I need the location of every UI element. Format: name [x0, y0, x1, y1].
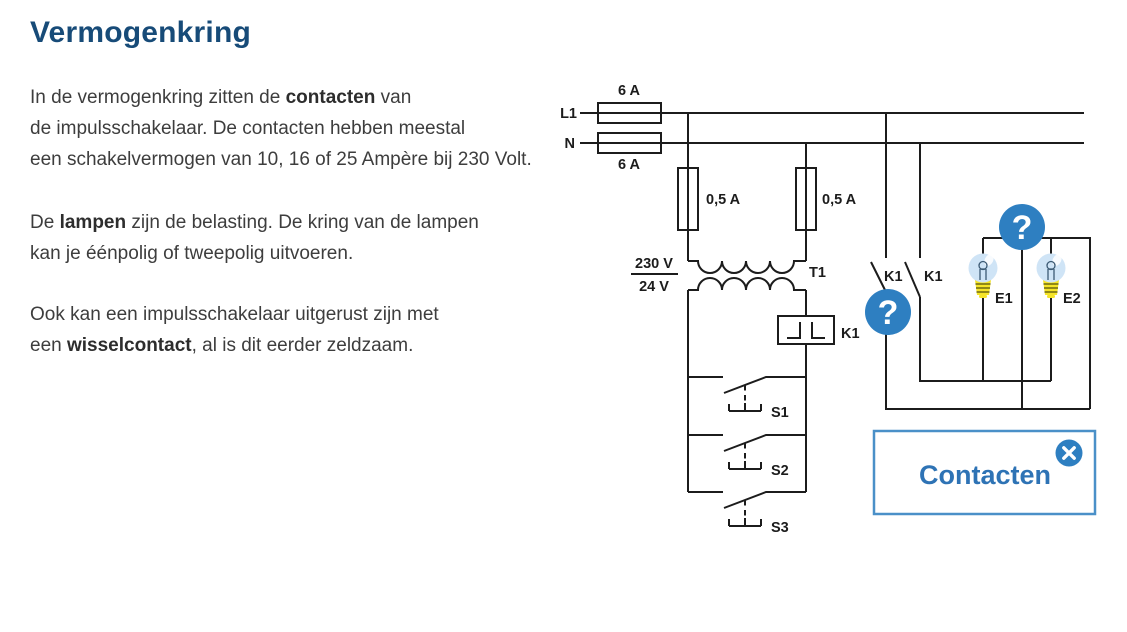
- label-n: N: [565, 136, 575, 152]
- page-title: Vermogenkring: [30, 16, 251, 49]
- bold-term-wisselcontact: wisselcontact: [66, 335, 192, 356]
- label-transformer-t1: T1: [809, 265, 826, 281]
- wire-s1-contact: [723, 376, 806, 394]
- paragraph-wisselcontact: Ook kan een impulsschakelaar uitgerust z…: [30, 299, 439, 361]
- quiz-badge-contact[interactable]: ?: [865, 289, 911, 335]
- label-s1: S1: [771, 405, 789, 421]
- label-e1: E1: [995, 291, 1013, 307]
- text-line: de impulsschakelaar. De contacten hebben…: [30, 118, 466, 139]
- lamp-filament: [978, 260, 988, 271]
- contacten-button[interactable]: Contacten: [872, 429, 1097, 516]
- text-line: een schakelvermogen van 10, 16 of 25 Amp…: [30, 149, 532, 170]
- fuse-l1-symbol: [597, 102, 662, 124]
- s2-pushbutton-actuator: [728, 461, 762, 470]
- question-badge-circle[interactable]: [865, 289, 911, 335]
- question-mark-icon: ?: [878, 294, 899, 332]
- lamp-filament: [1046, 260, 1056, 271]
- wire-lamp-top: [983, 237, 1091, 409]
- bold-term-lampen: lampen: [59, 212, 127, 233]
- question-badge-circle[interactable]: [999, 204, 1045, 250]
- paragraph-lampen: De lampen zijn de belasting. De kring va…: [30, 207, 479, 269]
- label-secondary-voltage: 24 V: [639, 279, 669, 295]
- transformer-secondary-winding: [688, 277, 806, 291]
- diagram-labels: L1 N 6 A 6 A 0,5 A 0,5 A 230 V 24 V T1 K…: [560, 83, 1081, 536]
- wire-contact-right-bottom: [919, 297, 1051, 382]
- paragraph-contacten: In de vermogenkring zitten de contacten …: [30, 82, 532, 175]
- contacten-button-label[interactable]: Contacten: [919, 460, 1051, 490]
- wire-s3-contact: [723, 491, 806, 509]
- lamp-e2: [1036, 253, 1066, 298]
- label-s3: S3: [771, 520, 789, 536]
- wire-s2-contact: [723, 434, 806, 452]
- text-line: Ook kan een impulsschakelaar uitgerust z…: [30, 304, 439, 325]
- fuses: [597, 102, 817, 231]
- transformer-primary-winding: [688, 260, 806, 274]
- question-mark-icon: ?: [1012, 209, 1033, 247]
- text-line: kan je éénpolig of tweepolig uitvoeren.: [30, 243, 354, 264]
- label-l1: L1: [560, 106, 577, 122]
- s3-pushbutton-actuator: [728, 518, 762, 527]
- fuse-primary-left-symbol: [677, 167, 699, 231]
- label-contact-left-k1: K1: [884, 269, 903, 285]
- text-line: een wisselcontact, al is dit eerder zeld…: [30, 335, 414, 356]
- label-fuse-l1: 6 A: [618, 83, 641, 99]
- label-e2: E2: [1063, 291, 1081, 307]
- label-relay-coil-k1: K1: [841, 326, 860, 342]
- s1-pushbutton-actuator: [728, 403, 762, 412]
- label-fuse-left: 0,5 A: [706, 192, 741, 208]
- label-fuse-n: 6 A: [618, 157, 641, 173]
- text-line: De lampen zijn de belasting. De kring va…: [30, 212, 479, 233]
- fuse-primary-right-symbol: [795, 167, 817, 231]
- lamp-e1: [968, 253, 998, 298]
- label-fuse-right: 0,5 A: [822, 192, 857, 208]
- wire-contact-left-bottom: [885, 292, 1090, 410]
- label-contact-right-k1: K1: [924, 269, 943, 285]
- close-icon[interactable]: [1055, 439, 1083, 467]
- fuse-n-symbol: [597, 132, 662, 154]
- text-line: In de vermogenkring zitten de contacten …: [30, 87, 412, 108]
- contact-right-blade: [904, 261, 921, 298]
- contact-left-blade: [870, 261, 887, 293]
- label-primary-voltage: 230 V: [635, 256, 673, 272]
- relay-coil-k1-symbol: [777, 315, 835, 345]
- quiz-badge-lamps[interactable]: ?: [999, 204, 1045, 250]
- bold-term-contacten: contacten: [285, 87, 376, 108]
- label-s2: S2: [771, 463, 789, 479]
